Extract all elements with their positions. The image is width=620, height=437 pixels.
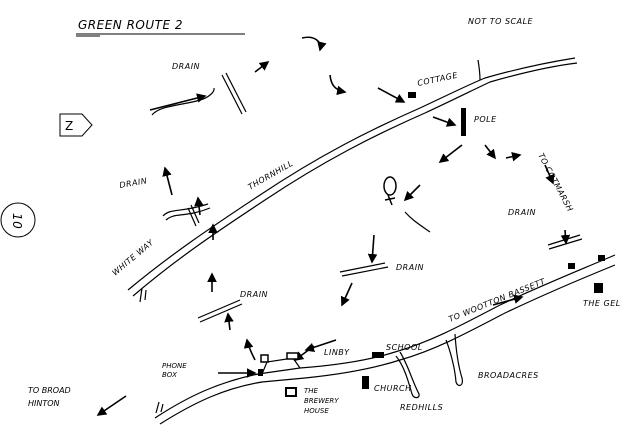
pole-marker <box>461 108 466 136</box>
to-cotmarsh-label: TO COTMARSH <box>536 152 574 214</box>
scale-note: NOT TO SCALE <box>468 17 534 26</box>
route-arrows <box>96 36 571 416</box>
phone-box-marker <box>258 369 263 376</box>
stile-sketch <box>383 176 431 233</box>
school-building <box>372 352 384 358</box>
building <box>598 255 605 261</box>
brewery-house-building <box>285 387 297 397</box>
drain-label: DRAIN <box>396 263 424 272</box>
brewery-house-label: THE BREWERY HOUSE <box>304 387 339 415</box>
pole-label: POLE <box>474 115 497 124</box>
page-number-badge: 10 <box>0 202 36 238</box>
cottage-label: COTTAGE <box>417 71 460 88</box>
village-road <box>154 254 616 425</box>
broadacres-label: BROADACRES <box>478 371 539 380</box>
drains <box>151 72 583 323</box>
church-label: CHURCH <box>374 384 412 393</box>
north-arrow-icon: Z <box>59 113 93 137</box>
white-way-label: WHITE WAY <box>111 237 156 277</box>
drain-label: DRAIN <box>240 290 268 299</box>
linby-label: LINBY <box>324 348 350 357</box>
drain-label: DRAIN <box>508 208 536 217</box>
church-building <box>362 376 369 389</box>
phone-box-label: PHONE BOX <box>162 362 187 379</box>
building <box>568 263 575 269</box>
to-broad-hinton-label-wrap: TO BROAD HINTON <box>28 386 71 408</box>
brewery-house-label-wrap: THE BREWERY HOUSE <box>304 387 339 415</box>
cottage-building <box>408 92 416 98</box>
page-number: 10 <box>10 213 24 229</box>
building <box>260 354 269 363</box>
compass-letter: Z <box>65 119 74 133</box>
to-broad-hinton-label: TO BROAD HINTON <box>28 386 71 408</box>
thornhill-road <box>127 57 578 303</box>
thornhill-label: THORNHILL <box>247 159 295 192</box>
building <box>286 352 299 360</box>
the-gelt-label: THE GELT <box>583 299 620 308</box>
phone-box-label-wrap: PHONE BOX <box>162 362 187 379</box>
school-label: SCHOOL <box>386 343 423 352</box>
drain-label: DRAIN <box>172 62 200 71</box>
the-gelt-building <box>594 283 603 293</box>
drain-label: DRAIN <box>119 176 148 190</box>
map-title: GREEN ROUTE 2 <box>78 18 183 32</box>
redhills-label: REDHILLS <box>400 403 443 412</box>
